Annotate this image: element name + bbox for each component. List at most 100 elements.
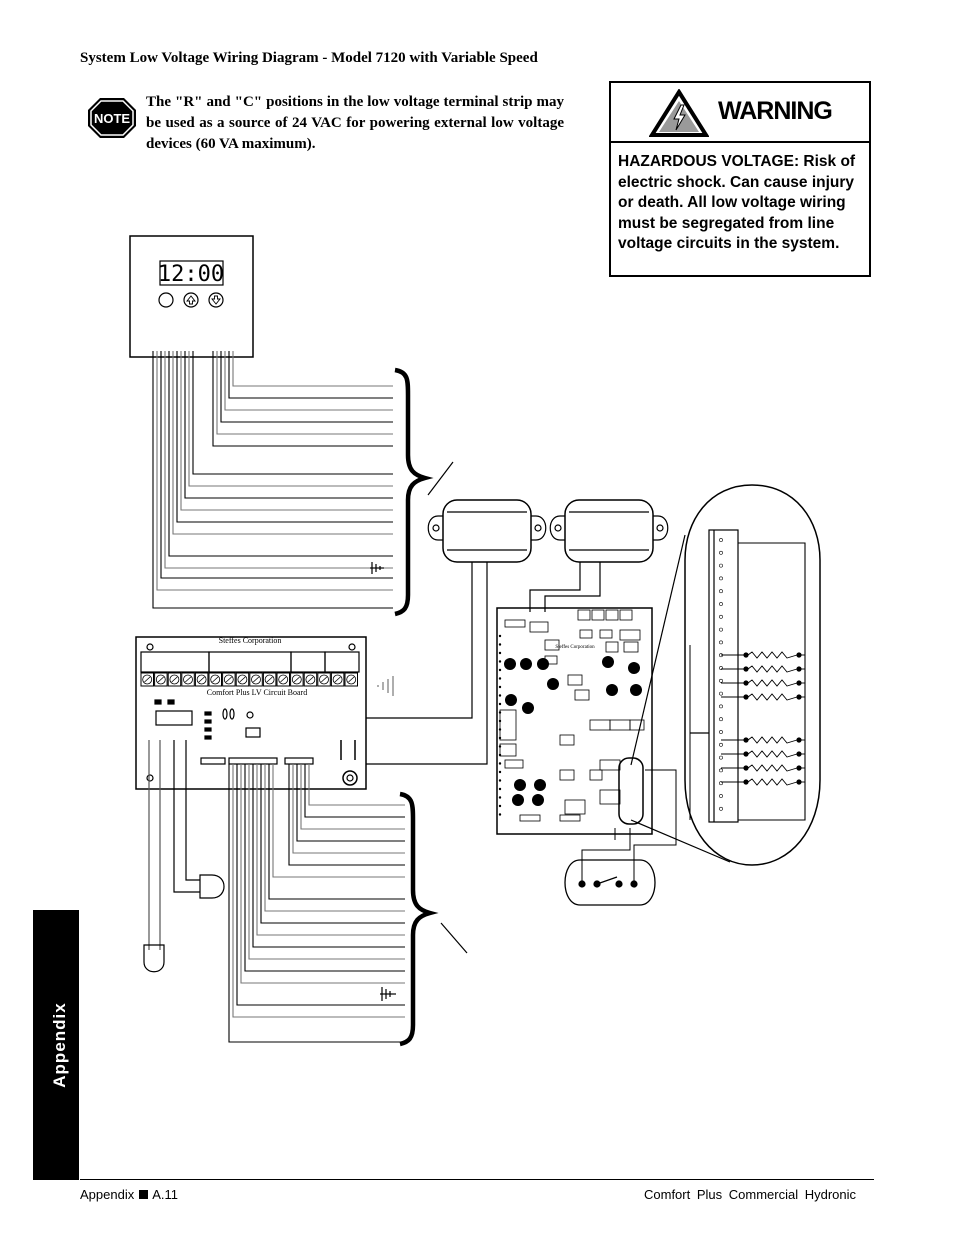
chip-icon — [619, 609, 633, 621]
terminal-screw-icon — [330, 672, 345, 687]
terminal-pin-icon — [719, 717, 723, 722]
chip-icon — [579, 629, 593, 639]
resistor-icon — [721, 693, 805, 701]
thermostat-wire-bundle — [152, 351, 393, 609]
chip-icon — [589, 719, 611, 731]
terminal-pin-icon — [719, 666, 723, 670]
water-sensor — [199, 874, 225, 899]
terminal-screw-icon — [317, 672, 331, 687]
chip-icon — [529, 621, 549, 633]
terminal-screw-icon — [167, 672, 182, 687]
terminal-pin-icon — [719, 691, 723, 696]
terminal-pin-icon — [719, 640, 723, 645]
main-control-board: Steffes Corporation — [496, 607, 653, 835]
control-board-maker-label: Steffes Corporation — [555, 645, 595, 650]
chip-icon — [559, 814, 581, 822]
terminal-screw-icon — [276, 672, 290, 687]
note-badge-icon: NOTE — [88, 98, 136, 138]
chip-icon — [629, 719, 645, 731]
terminal-screw-icon — [222, 672, 236, 687]
detail-terminal-block — [708, 529, 739, 823]
resistor-icon — [721, 764, 805, 772]
terminal-pin-icon — [719, 806, 723, 811]
transformer-right — [549, 499, 669, 563]
up-arrow-button-icon — [183, 292, 199, 308]
capacitor-icon — [534, 779, 546, 791]
resistor-icon — [721, 778, 805, 786]
warning-title: WARNING — [718, 97, 833, 125]
footer-rule — [80, 1179, 874, 1180]
terminal-pin-icon — [719, 730, 723, 734]
chip-icon — [499, 709, 517, 741]
capacitor-icon — [606, 684, 618, 696]
side-tab — [33, 910, 79, 1180]
terminal-pin-icon — [719, 563, 723, 568]
capacitor-icon — [522, 702, 534, 714]
terminal-pin-icon — [719, 794, 723, 798]
down-arrow-button-icon — [208, 292, 224, 308]
mode-button-icon — [158, 292, 174, 308]
electric-hazard-triangle-icon — [649, 89, 709, 137]
terminal-screw-icon — [262, 672, 277, 687]
square-bullet-icon — [139, 1190, 149, 1199]
capacitor-icon — [520, 658, 532, 670]
capacitor-icon — [537, 658, 549, 670]
resistor-icon — [721, 736, 805, 744]
lower-wire-bundle — [228, 764, 405, 1043]
chip-icon — [577, 609, 591, 621]
terminal-screw-icon — [181, 672, 195, 687]
capacitor-icon — [602, 656, 614, 668]
outdoor-sensor — [143, 944, 165, 973]
chip-icon — [591, 609, 605, 621]
thermostat: 12:00 — [129, 235, 254, 358]
thermostat-display: 12:00 — [158, 262, 224, 287]
chip-icon — [605, 641, 619, 653]
terminal-screw-icon — [249, 672, 263, 687]
terminal-pin-icon — [719, 627, 723, 632]
terminal-screw-icon — [235, 672, 250, 687]
chip-icon — [564, 799, 586, 815]
chip-icon — [504, 619, 526, 628]
chip-icon — [605, 609, 619, 621]
chip-icon — [559, 734, 575, 746]
chip-icon — [504, 759, 524, 769]
terminal-screw-icon — [194, 672, 209, 687]
terminal-pin-icon — [719, 742, 723, 747]
warning-box: WARNING HAZARDOUS VOLTAGE: Risk of elect… — [609, 81, 871, 277]
chip-icon — [609, 719, 631, 731]
terminal-pin-icon — [719, 576, 723, 581]
chip-icon — [623, 641, 639, 653]
terminal-screw-icon — [208, 672, 222, 687]
transformer-left — [427, 499, 547, 563]
terminal-screw-icon — [140, 672, 154, 687]
resistor-icon — [721, 651, 805, 659]
control-board-components — [498, 609, 645, 822]
terminal-pin-icon — [719, 550, 723, 555]
ground-symbol-board — [377, 676, 394, 696]
chip-icon — [589, 769, 603, 781]
terminal-pin-icon — [719, 678, 723, 683]
side-tab-label: Appendix — [50, 1002, 69, 1088]
lv-board-maker-label: Steffes Corporation — [219, 636, 282, 645]
ground-symbol-lower — [380, 987, 396, 1001]
chip-icon — [559, 769, 575, 781]
chip-icon — [544, 655, 558, 665]
page-title: System Low Voltage Wiring Diagram - Mode… — [80, 50, 538, 66]
capacitor-icon — [532, 794, 544, 806]
lv-circuit-board: Steffes Corporation Comfort Plus LV Circ… — [135, 636, 367, 790]
resistor-icon — [721, 750, 805, 758]
terminal-screw-icon — [154, 672, 168, 687]
capacitor-icon — [547, 678, 559, 690]
warning-body: HAZARDOUS VOLTAGE: Risk of electric shoc… — [618, 153, 856, 253]
chip-icon — [544, 639, 560, 651]
chip-icon — [619, 629, 641, 641]
warning-header: WARNING — [611, 83, 869, 143]
upper-brace — [394, 367, 434, 617]
chip-icon — [499, 743, 517, 757]
ground-symbol-upper — [370, 562, 384, 574]
terminal-pin-icon — [719, 704, 723, 709]
lv-board-name-label: Comfort Plus LV Circuit Board — [207, 688, 307, 697]
terminal-screw-icon — [303, 672, 318, 687]
chip-icon — [574, 689, 590, 701]
